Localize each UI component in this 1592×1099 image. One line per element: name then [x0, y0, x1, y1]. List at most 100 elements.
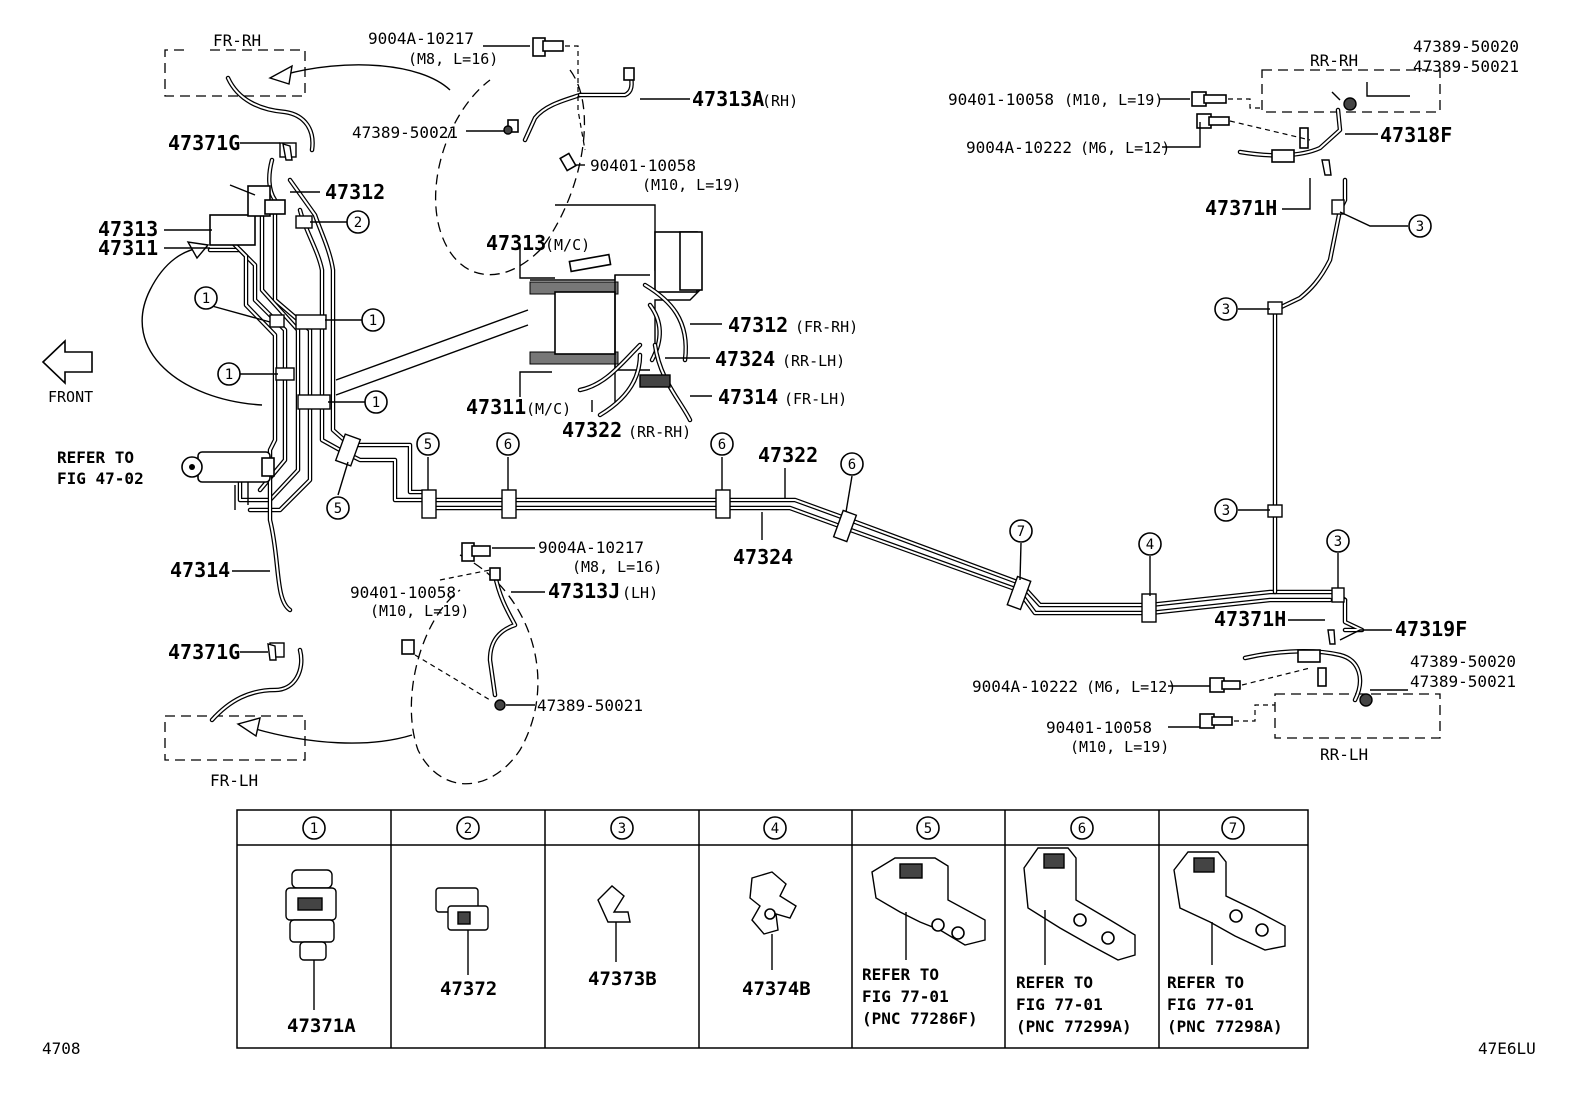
bolt-9004a-10222-rr-top-icon	[1196, 113, 1311, 141]
callout-1-a: 1	[194, 286, 218, 310]
callout-3-b: 3	[1214, 297, 1238, 321]
label-47324-rrlh-suffix: (RR-LH)	[782, 352, 845, 370]
fr-rh-label: FR-RH	[213, 31, 261, 50]
label-47312-frrh-suffix: (FR-RH)	[795, 318, 858, 336]
label-90401-10058-bot-spec: (M10, L=19)	[370, 602, 469, 620]
label-47389-50020-bot: 47389-50020	[1410, 652, 1516, 671]
svg-text:2: 2	[464, 821, 472, 837]
label-47313-mc-suffix: (M/C)	[545, 236, 590, 254]
svg-text:6: 6	[504, 437, 512, 453]
callout-1-b: 1	[361, 308, 385, 332]
arrow-loop-left	[141, 247, 263, 406]
label-47311-mc: 47311	[466, 395, 526, 419]
svg-text:3: 3	[1416, 219, 1424, 235]
callout-5-a: 5	[326, 496, 350, 520]
label-9004a-10222-rr-bot: 9004A-10222	[972, 677, 1078, 696]
bolt-90401-10058-rr-top-icon	[1191, 91, 1262, 109]
footer-left-code: 4708	[42, 1039, 81, 1058]
label-47313-mc: 47313	[486, 231, 546, 255]
label-47313: 47313	[98, 217, 158, 241]
svg-text:4: 4	[1146, 537, 1154, 553]
svg-text:5: 5	[334, 501, 342, 517]
svg-text:4: 4	[771, 821, 779, 837]
clip-47371g-top	[282, 143, 293, 161]
callout-circles: 2 1 1 1 1 5 5 6 6 6 7 4 3 3 3 3	[194, 210, 1432, 556]
callout-3-c: 3	[1214, 498, 1238, 522]
svg-text:5: 5	[924, 821, 932, 837]
footer-right-code: 47E6LU	[1478, 1039, 1536, 1058]
table-cell-6-refer: REFER TO	[1016, 973, 1093, 992]
label-90401-10058-top-spec: (M10, L=19)	[642, 176, 741, 194]
svg-text:3: 3	[618, 821, 626, 837]
detail-ellipse-front-lh	[410, 554, 539, 785]
label-90401-10058-rr-bot-spec: (M10, L=19)	[1070, 738, 1169, 756]
table-cell-5-fig: FIG 77-01	[862, 987, 949, 1006]
label-47314: 47314	[170, 558, 230, 582]
leader-lines	[164, 45, 1410, 728]
label-47322-rrrh-suffix: (RR-RH)	[628, 423, 691, 441]
rr-lh-label: RR-LH	[1320, 745, 1368, 764]
table-header-5: 5	[916, 816, 940, 840]
clip-parts-table: 1 2 3 4 5 6 7 47371A 47372 47373	[236, 809, 1309, 1049]
master-cylinder-detail	[335, 204, 703, 423]
clip-47374b-icon	[749, 871, 797, 970]
label-47311: 47311	[98, 236, 158, 260]
label-9004a-10217-bot-spec: (M8, L=16)	[572, 558, 662, 576]
callout-7: 7	[1009, 519, 1033, 543]
label-47322: 47322	[758, 443, 818, 467]
bolt-9004a-10217-bot-icon	[461, 542, 491, 562]
label-47389-50021-top: 47389-50021	[352, 123, 458, 142]
label-47314-frlh: 47314	[718, 385, 778, 409]
callout-1-d: 1	[364, 390, 388, 414]
main-tube-47322	[427, 497, 1348, 608]
table-cell-47374b: 47374B	[742, 978, 811, 1000]
clip-77286f-icon	[871, 857, 986, 960]
table-cell-7-pnc: (PNC 77298A)	[1167, 1017, 1283, 1036]
svg-text:1: 1	[372, 395, 380, 411]
bolt-9004a-10217-top-icon	[532, 37, 564, 57]
label-9004a-10217-top: 9004A-10217	[368, 29, 474, 48]
front-rh-flex-hose	[225, 67, 635, 158]
front-lh-flex-hose	[209, 567, 518, 723]
svg-text:1: 1	[369, 313, 377, 329]
table-header-3: 3	[610, 816, 634, 840]
label-47311-mc-suffix: (M/C)	[526, 400, 571, 418]
fr-lh-label: FR-LH	[210, 771, 258, 790]
svg-text:3: 3	[1334, 534, 1342, 550]
bolt-90401-10058-bot-icon	[401, 639, 491, 701]
table-cell-5-pnc: (PNC 77286F)	[862, 1009, 978, 1028]
table-header-2: 2	[456, 816, 480, 840]
label-9004a-10222-rr-top-spec: (M6, L=12)	[1080, 139, 1170, 157]
table-header-1: 1	[302, 816, 326, 840]
svg-text:7: 7	[1229, 821, 1237, 837]
label-refer-to: REFER TO	[57, 448, 134, 467]
refer-valve-part	[181, 451, 275, 510]
svg-text:6: 6	[718, 437, 726, 453]
arrow-to-fr-lh	[251, 727, 413, 744]
tube-clamps	[334, 199, 1345, 623]
label-47319f: 47319F	[1395, 617, 1467, 641]
arrow-to-fr-rh	[282, 64, 451, 91]
label-47313a-suffix: (RH)	[762, 92, 798, 110]
fr-rh-wheel-box: FR-RH	[164, 31, 306, 97]
fr-lh-wheel-box: FR-LH	[164, 715, 306, 790]
table-cell-47371a: 47371A	[287, 1015, 356, 1037]
label-9004a-10222-rr-top: 9004A-10222	[966, 138, 1072, 157]
label-47318f: 47318F	[1380, 123, 1452, 147]
rear-lh-flex-hose	[1242, 629, 1392, 707]
table-header-4: 4	[763, 816, 787, 840]
table-header-6: 6	[1070, 816, 1094, 840]
table-header-7: 7	[1221, 816, 1245, 840]
label-47371g-top: 47371G	[168, 131, 240, 155]
label-47314-frlh-suffix: (FR-LH)	[784, 390, 847, 408]
rr-lh-wheel-box: RR-LH	[1274, 693, 1441, 764]
main-tube-47324	[427, 505, 1333, 616]
label-47389-50020-top: 47389-50020	[1413, 37, 1519, 56]
table-cell-7-refer: REFER TO	[1167, 973, 1244, 992]
label-47389-50021-rr-bot: 47389-50021	[1410, 672, 1516, 691]
label-90401-10058-bot: 90401-10058	[350, 583, 456, 602]
clip-47371a-icon	[285, 869, 337, 1010]
clip-47371g-bot	[267, 643, 277, 661]
detail-ellipse-front-rh	[434, 69, 586, 276]
